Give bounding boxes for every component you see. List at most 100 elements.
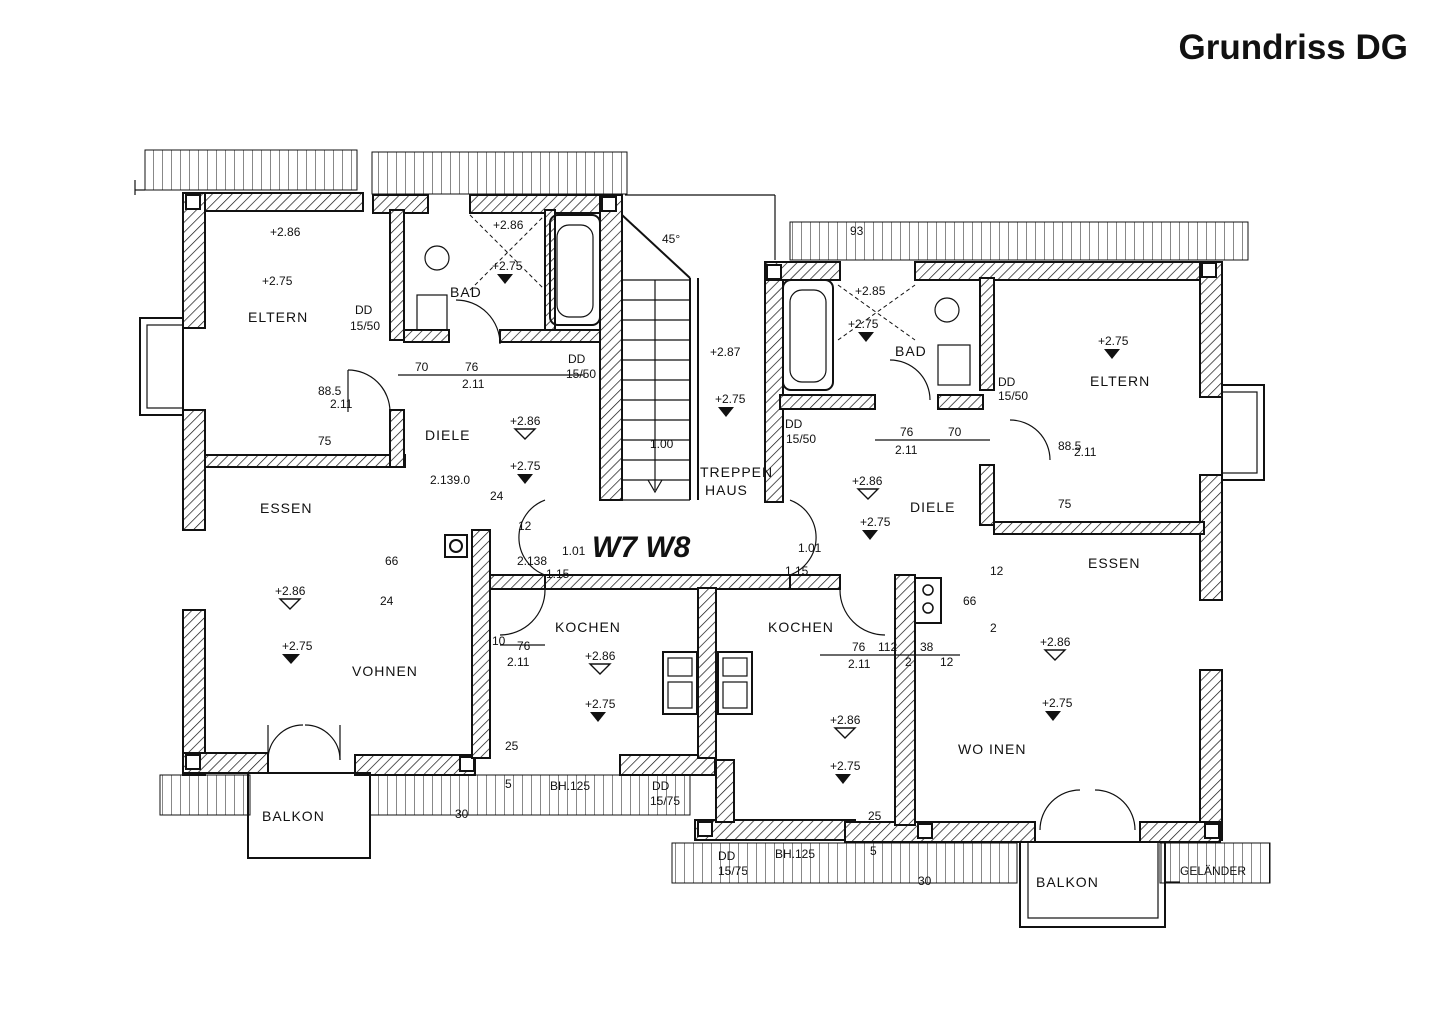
svg-text:+2.75: +2.75 — [585, 697, 616, 711]
room-label-eltern-left: ELTERN — [248, 309, 308, 325]
room-label-diele-right: DIELE — [910, 499, 955, 515]
svg-text:30: 30 — [918, 874, 932, 888]
svg-text:+2.75: +2.75 — [830, 759, 861, 773]
room-label-haus: HAUS — [705, 482, 748, 498]
room-label-kochen-right: KOCHEN — [768, 619, 834, 635]
svg-text:12: 12 — [940, 655, 954, 669]
room-label-essen-right: ESSEN — [1088, 555, 1140, 571]
kitchen-sinks — [662, 651, 753, 715]
svg-text:DD: DD — [568, 352, 586, 366]
svg-text:76: 76 — [517, 639, 531, 653]
svg-text:12: 12 — [518, 519, 532, 533]
svg-text:75: 75 — [1058, 497, 1072, 511]
svg-text:+2.86: +2.86 — [852, 474, 883, 488]
svg-text:66: 66 — [963, 594, 977, 608]
svg-text:2.11: 2.11 — [330, 397, 353, 411]
dimension-annotations: DD 15/50 DD 15/50 DD 15/50 DD 15/50 DD 1… — [318, 224, 1097, 888]
svg-text:15/75: 15/75 — [650, 794, 680, 808]
svg-text:+2.86: +2.86 — [1040, 635, 1071, 649]
svg-text:76: 76 — [465, 360, 479, 374]
svg-text:5: 5 — [870, 844, 877, 858]
room-label-bad-right: BAD — [895, 343, 927, 359]
svg-text:1.01: 1.01 — [562, 544, 586, 558]
svg-text:5: 5 — [505, 777, 512, 791]
svg-text:DD: DD — [718, 849, 736, 863]
bay-windows — [139, 317, 1265, 481]
svg-text:15/75: 15/75 — [718, 864, 748, 878]
svg-text:1.15: 1.15 — [785, 564, 809, 578]
room-label-eltern-right: ELTERN — [1090, 373, 1150, 389]
svg-text:1.01: 1.01 — [798, 541, 822, 555]
svg-text:BH.125: BH.125 — [550, 779, 590, 793]
svg-text:24: 24 — [490, 489, 504, 503]
svg-text:DD: DD — [355, 303, 373, 317]
svg-text:2.11: 2.11 — [1074, 445, 1097, 459]
room-label-essen-left: ESSEN — [260, 500, 312, 516]
svg-text:66: 66 — [385, 554, 399, 568]
svg-text:10: 10 — [492, 634, 506, 648]
svg-text:70: 70 — [415, 360, 429, 374]
svg-text:2.11: 2.11 — [507, 655, 530, 669]
svg-text:45°: 45° — [662, 232, 680, 246]
svg-text:15/50: 15/50 — [998, 389, 1028, 403]
svg-text:76: 76 — [900, 425, 914, 439]
svg-text:2: 2 — [990, 621, 997, 635]
balconies — [247, 772, 1180, 928]
roof-eaves-bottom — [159, 774, 1271, 884]
svg-text:2.138: 2.138 — [517, 554, 547, 568]
svg-text:+2.75: +2.75 — [492, 259, 523, 273]
svg-text:88.5: 88.5 — [1058, 439, 1082, 453]
room-label-treppen: TREPPEN — [700, 464, 773, 480]
svg-text:DD: DD — [785, 417, 803, 431]
svg-text:+2.75: +2.75 — [848, 317, 879, 331]
svg-text:38: 38 — [920, 640, 934, 654]
room-label-kochen-left: KOCHEN — [555, 619, 621, 635]
svg-text:88.5: 88.5 — [318, 384, 342, 398]
svg-text:+2.75: +2.75 — [1098, 334, 1129, 348]
svg-text:+2.75: +2.75 — [262, 274, 293, 288]
svg-text:+2.75: +2.75 — [715, 392, 746, 406]
svg-text:75: 75 — [318, 434, 332, 448]
svg-text:2: 2 — [905, 655, 912, 669]
room-label-wohnen-left: VOHNEN — [352, 663, 418, 679]
svg-text:+2.86: +2.86 — [493, 218, 524, 232]
svg-text:+2.86: +2.86 — [275, 584, 306, 598]
svg-text:+2.86: +2.86 — [510, 414, 541, 428]
svg-text:93: 93 — [850, 224, 864, 238]
svg-text:30: 30 — [455, 807, 469, 821]
svg-text:+2.75: +2.75 — [860, 515, 891, 529]
svg-text:+2.87: +2.87 — [710, 345, 741, 359]
room-label-bad-left: BAD — [450, 284, 482, 300]
bathroom-fixtures — [416, 214, 971, 391]
doors — [267, 299, 1136, 831]
svg-text:2.11: 2.11 — [848, 657, 871, 671]
svg-text:BH.125: BH.125 — [775, 847, 815, 861]
svg-text:1.15: 1.15 — [546, 567, 570, 581]
svg-text:+2.86: +2.86 — [830, 713, 861, 727]
svg-text:+2.85: +2.85 — [855, 284, 886, 298]
svg-text:15/50: 15/50 — [786, 432, 816, 446]
svg-text:2.139.0: 2.139.0 — [430, 473, 470, 487]
room-label-balkon-left: BALKON — [262, 808, 325, 824]
svg-text:112: 112 — [878, 640, 897, 654]
svg-text:25: 25 — [868, 809, 882, 823]
svg-text:2.11: 2.11 — [895, 443, 918, 457]
svg-text:15/50: 15/50 — [350, 319, 380, 333]
page-title: Grundriss DG — [1178, 28, 1408, 67]
svg-text:76: 76 — [852, 640, 866, 654]
svg-text:25: 25 — [505, 739, 519, 753]
roof-eaves-top — [134, 149, 1249, 261]
unit-tag: W7 W8 — [592, 531, 691, 564]
svg-text:DD: DD — [998, 375, 1016, 389]
room-label-wohnen-right: WO INEN — [958, 741, 1026, 757]
svg-text:1.00: 1.00 — [650, 437, 674, 451]
svg-text:70: 70 — [948, 425, 962, 439]
svg-text:12: 12 — [990, 564, 1004, 578]
label-gelaender: GELÄNDER — [1180, 864, 1246, 878]
svg-text:+2.75: +2.75 — [1042, 696, 1073, 710]
svg-text:+2.86: +2.86 — [585, 649, 616, 663]
svg-text:24: 24 — [380, 594, 394, 608]
staircase — [621, 214, 699, 501]
room-label-diele-left: DIELE — [425, 427, 470, 443]
